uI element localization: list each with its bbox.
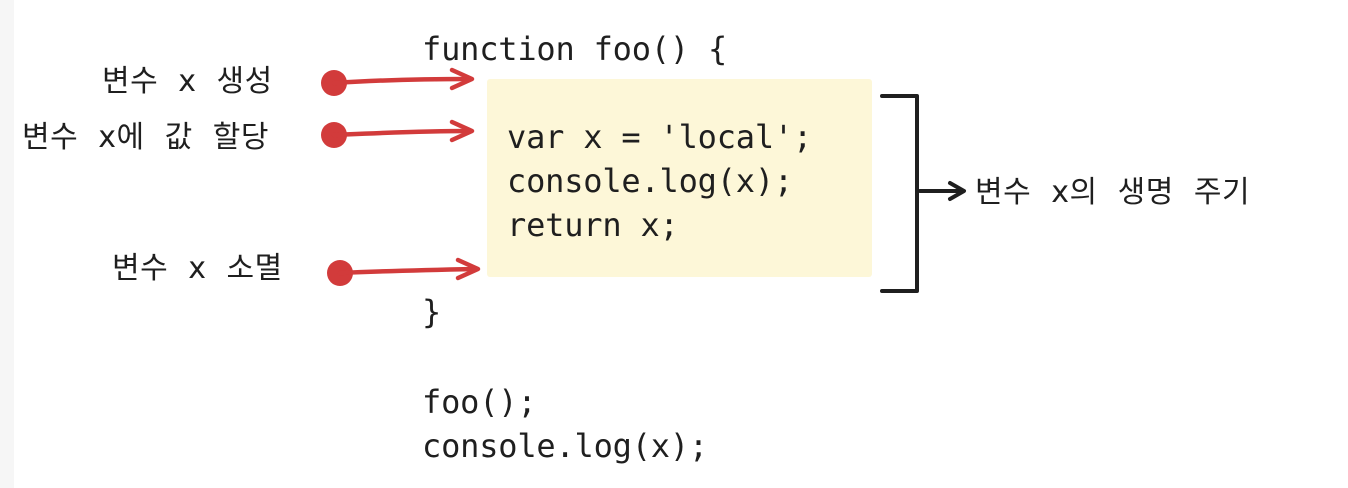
label-variable-destroyed: 변수 x 소멸: [112, 251, 283, 286]
lifetime-bracket-line: [880, 94, 919, 293]
label-variable-assigned: 변수 x에 값 할당: [22, 120, 269, 155]
arrow-lifetime-head: [948, 181, 966, 201]
arrow-assigned-line: [331, 128, 473, 138]
function-closing-brace: }: [422, 293, 442, 331]
label-variable-lifetime: 변수 x의 생명 주기: [975, 175, 1251, 210]
function-body-highlight: [487, 79, 872, 277]
arrow-destroyed: [327, 257, 481, 286]
arrow-assigned: [321, 119, 475, 148]
arrow-created-line: [331, 76, 473, 86]
arrow-created-head: [449, 67, 475, 91]
left-margin-strip: [0, 0, 14, 488]
code-line-return: return x;: [507, 206, 679, 244]
code-line-foo-call: foo();: [422, 383, 537, 421]
arrow-assigned-head: [449, 119, 475, 143]
lifetime-bracket: [880, 94, 919, 293]
code-line-console-log: console.log(x);: [507, 162, 793, 200]
arrow-destroyed-head: [455, 257, 481, 281]
function-declaration-line: function foo() {: [422, 30, 728, 68]
label-variable-created: 변수 x 생성: [102, 64, 273, 99]
code-line-outer-console-log: console.log(x);: [422, 427, 708, 465]
code-line-var-declaration: var x = 'local';: [507, 118, 813, 156]
arrow-destroyed-line: [337, 266, 479, 276]
arrow-created: [321, 67, 475, 96]
arrow-lifetime: [918, 181, 966, 201]
